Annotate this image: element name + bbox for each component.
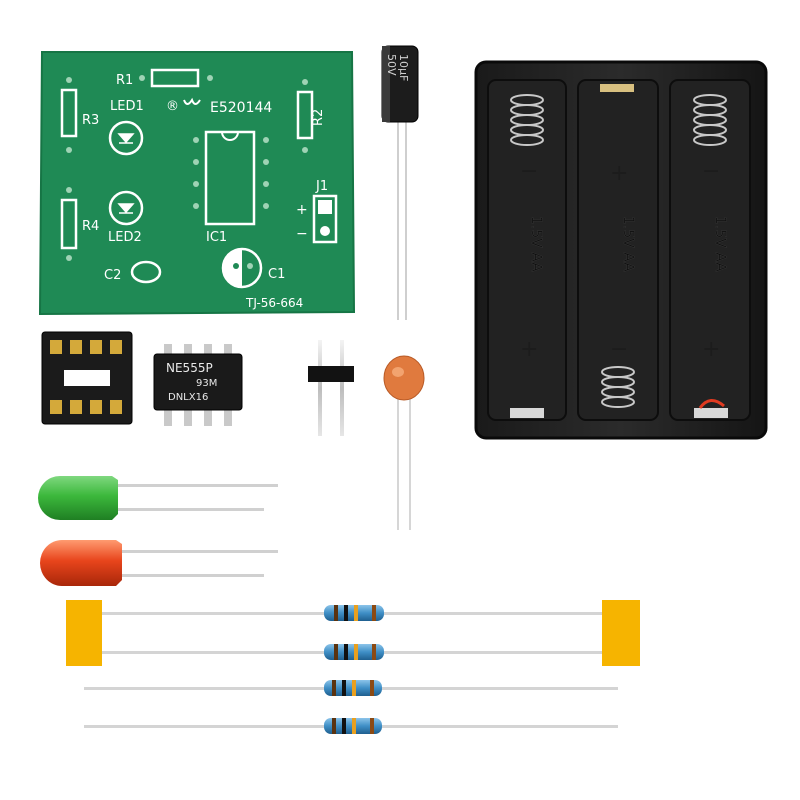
contact-top-middle bbox=[600, 84, 634, 92]
cert-number: E520144 bbox=[210, 100, 272, 116]
cell1-minus-sign: − bbox=[520, 159, 538, 184]
ne555-chip: NE555P 93M DNLX16 bbox=[153, 344, 243, 426]
r3-label: R3 bbox=[82, 113, 99, 128]
green-led bbox=[38, 476, 278, 520]
r4-label: R4 bbox=[82, 219, 99, 234]
r4-footprint bbox=[60, 198, 78, 250]
spring-top-left bbox=[510, 94, 544, 146]
j1-minus: − bbox=[296, 226, 308, 242]
led2-footprint bbox=[108, 190, 144, 226]
spring-bottom-middle bbox=[601, 366, 635, 408]
pcb-model-number: TJ-56-664 bbox=[245, 296, 303, 310]
ic1-label: IC1 bbox=[206, 230, 227, 245]
c2-footprint bbox=[130, 260, 162, 284]
cell2-minus-sign: − bbox=[610, 337, 628, 362]
cell3-plus-sign: + bbox=[702, 337, 720, 362]
red-wire bbox=[698, 399, 725, 409]
r2-footprint bbox=[296, 90, 314, 140]
ic-socket bbox=[41, 331, 133, 425]
c1-label: C1 bbox=[268, 267, 285, 282]
resistor-1 bbox=[102, 605, 602, 621]
ic1-footprint bbox=[204, 130, 256, 226]
r2-label: R2 bbox=[311, 109, 326, 126]
resistor-3 bbox=[84, 680, 618, 696]
cap-value-text: 10μF bbox=[397, 54, 410, 81]
contact-bottom-left bbox=[510, 408, 544, 418]
j1-plus: + bbox=[296, 202, 308, 218]
r1-footprint bbox=[150, 68, 200, 88]
contact-bottom-right bbox=[694, 408, 728, 418]
j1-label: J1 bbox=[315, 179, 328, 194]
cell1-plus-sign: + bbox=[520, 337, 538, 362]
red-led bbox=[40, 540, 278, 586]
r3-footprint bbox=[60, 88, 78, 138]
battery-holder: − + − + − + 1.5V AA 1.5V AA 1.5V AA bbox=[474, 60, 768, 440]
ceramic-capacitor bbox=[383, 355, 425, 530]
cell3-label: 1.5V AA bbox=[712, 216, 728, 272]
tape-left bbox=[66, 600, 102, 666]
tape-right bbox=[602, 600, 640, 666]
led1-label: LED1 bbox=[110, 99, 144, 114]
cell1-label: 1.5V AA bbox=[528, 216, 544, 272]
ul-logo bbox=[183, 97, 201, 105]
chip-line1: NE555P bbox=[166, 361, 213, 375]
resistor-4 bbox=[84, 718, 618, 734]
reg-mark: ® bbox=[166, 99, 179, 114]
electrolytic-capacitor: 10μF 50V bbox=[381, 45, 419, 320]
led2-label: LED2 bbox=[108, 230, 142, 245]
cell3-minus-sign: − bbox=[702, 159, 720, 184]
chip-line2: 93M bbox=[196, 378, 217, 389]
r1-label: R1 bbox=[116, 73, 133, 88]
led1-footprint bbox=[108, 120, 144, 156]
pin-header bbox=[308, 340, 354, 436]
j1-footprint bbox=[312, 194, 338, 244]
c2-label: C2 bbox=[104, 268, 121, 283]
cell2-label: 1.5V AA bbox=[620, 216, 636, 272]
chip-line3: DNLX16 bbox=[168, 392, 208, 403]
cell2-plus-sign: + bbox=[610, 161, 628, 186]
spring-top-right bbox=[693, 94, 727, 146]
cap-voltage-text: 50V bbox=[385, 54, 398, 76]
resistor-strip bbox=[66, 600, 640, 734]
resistor-2 bbox=[102, 644, 602, 660]
pcb-board: R1 R3 R4 R2 LED1 LED2 ® E520144 IC1 J1 bbox=[38, 51, 356, 316]
